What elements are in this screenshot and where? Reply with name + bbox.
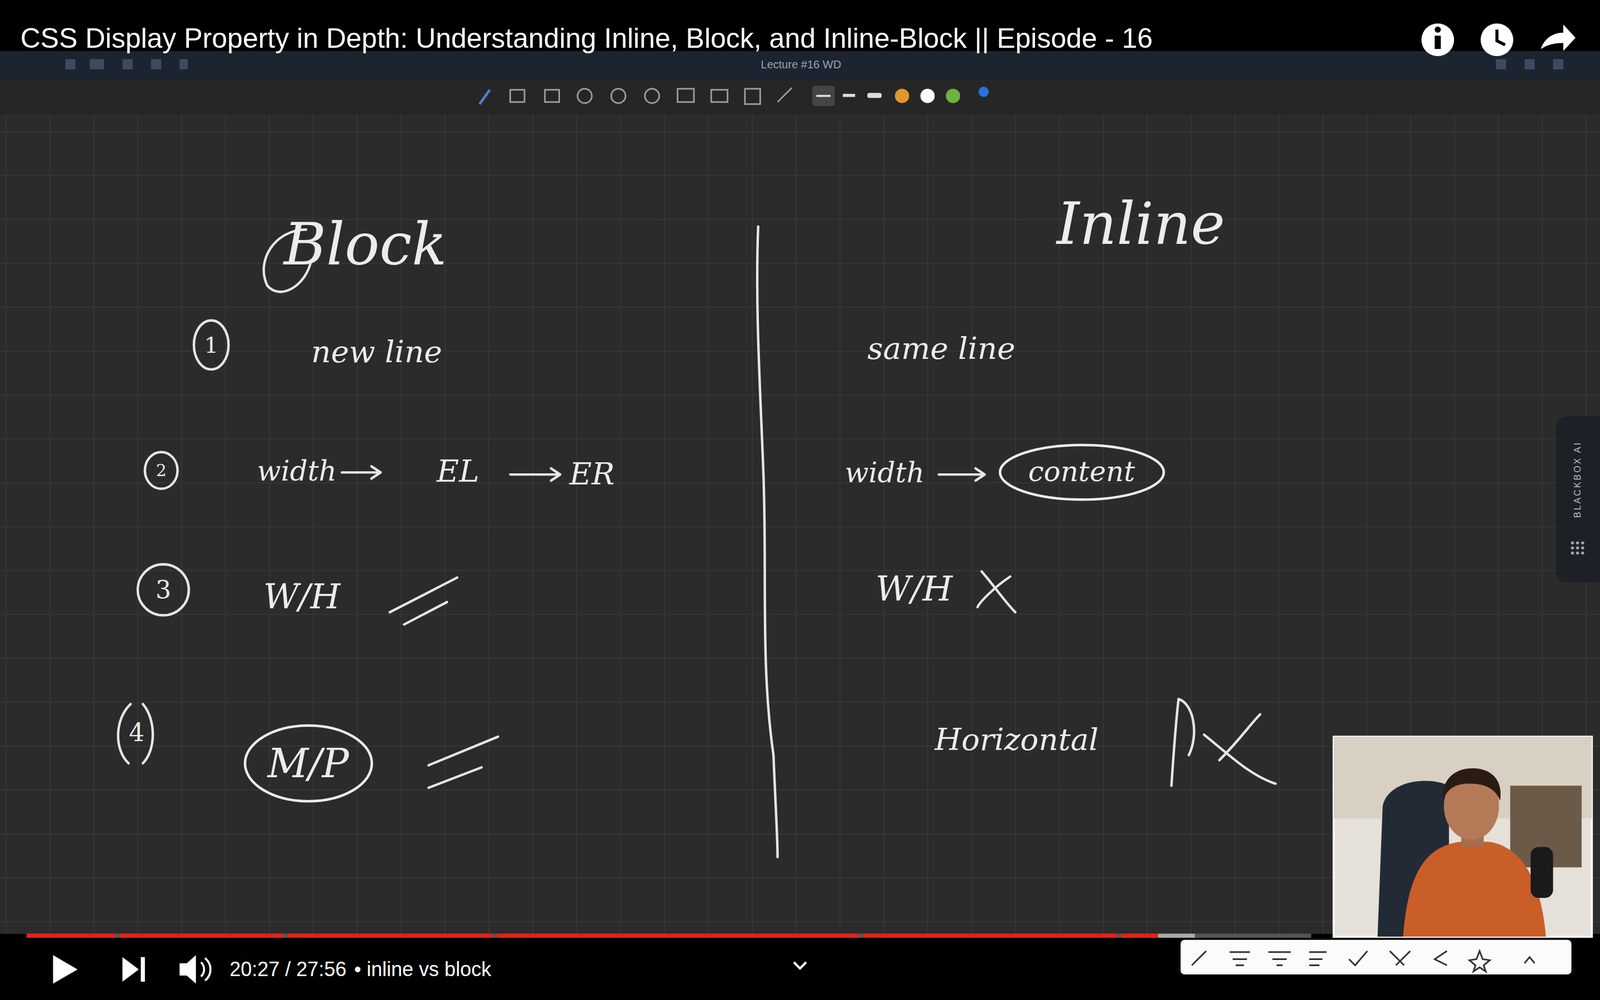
video-title: CSS Display Property in Depth: Understan…: [20, 22, 1153, 55]
note-text: EL: [436, 453, 480, 489]
circled-term: content: [997, 442, 1167, 502]
note-text: Horizontal: [934, 722, 1099, 758]
column-heading: Inline: [1056, 191, 1225, 258]
divider-line: [757, 226, 778, 858]
node-text: content: [1028, 456, 1135, 489]
number-parens: [118, 703, 153, 764]
note-text: same line: [867, 331, 1015, 367]
callout-number: 4: [128, 718, 145, 747]
note-text: W/H: [875, 568, 953, 609]
node-text: M/P: [267, 740, 349, 787]
double-stroke: [428, 736, 498, 788]
note-text: ER: [569, 456, 615, 492]
arrow-mark: [341, 466, 381, 479]
callout-number: 3: [155, 575, 172, 604]
file-name: Lecture #16 WD: [761, 57, 842, 71]
callout-number: 2: [156, 460, 167, 480]
column-heading: Block: [283, 211, 448, 279]
number-circle: [193, 320, 229, 370]
note-text: width: [257, 455, 337, 488]
time-display: 20:27 / 27:56: [229, 957, 347, 981]
number-circle: [137, 564, 189, 616]
cross-mark: [977, 571, 1016, 613]
callout-number: 1: [203, 332, 218, 358]
tool-strip: [0, 80, 1600, 115]
cross-mark: [1171, 698, 1276, 786]
arrow-mark: [510, 468, 560, 481]
chapter-title: • inline vs block: [353, 957, 492, 981]
sidebar-tab-label: BLACKBOX AI: [1572, 441, 1583, 518]
note-text: width: [845, 457, 925, 490]
circled-term: M/P: [242, 723, 374, 804]
number-circle: [145, 452, 178, 489]
double-stroke: [390, 577, 458, 625]
arrow-mark: [938, 468, 985, 481]
note-text: new line: [311, 334, 443, 370]
note-text: W/H: [263, 577, 341, 617]
